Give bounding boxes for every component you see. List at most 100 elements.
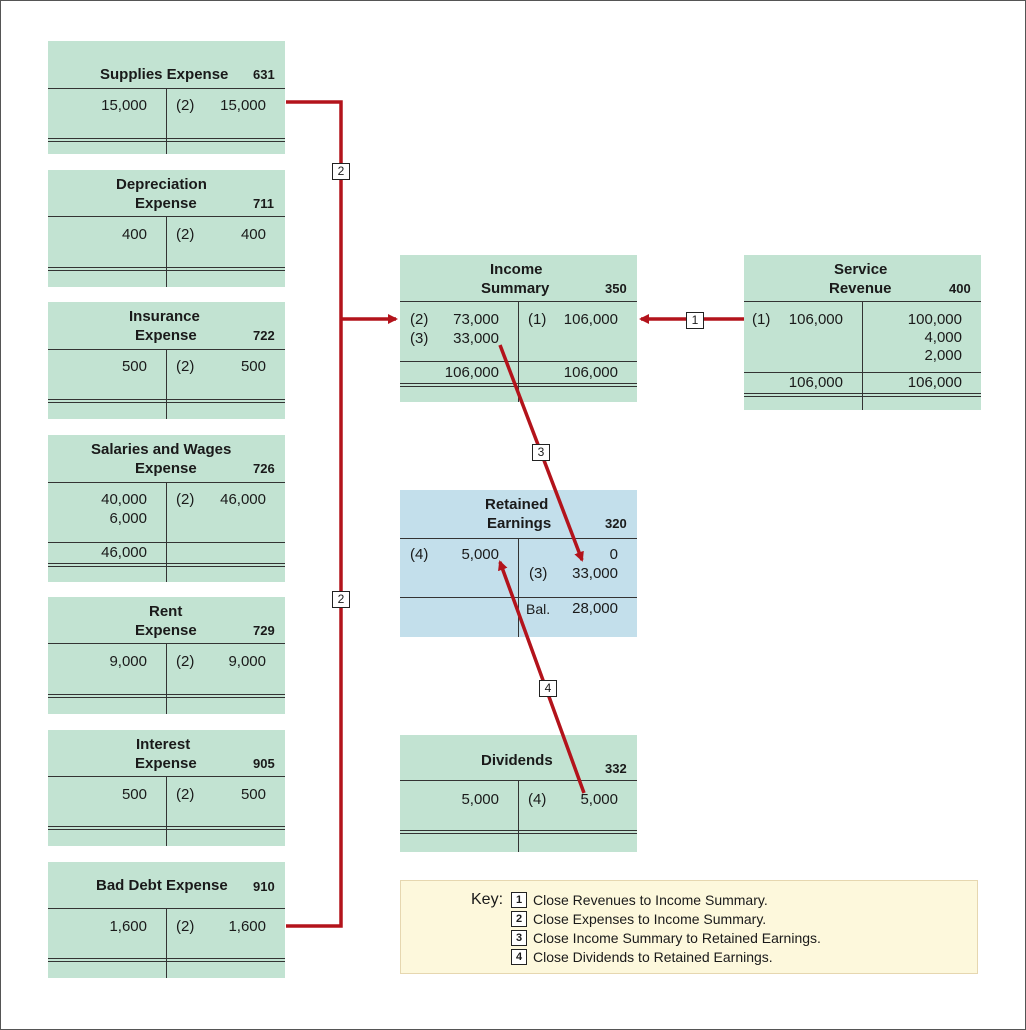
account-title-line1: Salaries and Wages	[91, 441, 232, 458]
account-number: 332	[605, 761, 627, 776]
account-number: 722	[253, 328, 275, 343]
entry-ref: (3)	[410, 330, 429, 347]
double-rule	[400, 830, 637, 834]
credit-entry: 0	[609, 546, 618, 563]
t-stem	[166, 776, 167, 846]
step-tag-1: 1	[686, 312, 704, 329]
debit-entry: 5,000	[461, 791, 499, 808]
key-item: 1 Close Revenues to Income Summary.	[511, 892, 768, 908]
t-account-bad-debt-expense: Bad Debt Expense 910 1,600 (2) 1,600	[48, 862, 285, 978]
account-title-line1: Service	[834, 261, 888, 278]
expenses-bracket-line	[286, 100, 343, 928]
credit-entry: 9,000	[228, 653, 266, 670]
credit-entry: 1,600	[228, 918, 266, 935]
entry-ref: (2)	[176, 918, 195, 935]
step-tag-2-upper: 2	[332, 163, 350, 180]
account-number: 711	[253, 196, 274, 211]
account-title-line2: Expense	[135, 755, 197, 772]
t-stem	[166, 482, 167, 582]
double-rule	[48, 138, 285, 142]
t-account-insurance-expense: Insurance Expense 722 500 (2) 500	[48, 302, 285, 419]
credit-entry: 106,000	[563, 311, 618, 328]
account-number: 910	[253, 879, 275, 894]
credit-entry: 5,000	[580, 791, 618, 808]
entry-ref: (1)	[528, 311, 547, 328]
t-account-income-summary: Income Summary 350 (2) 73,000 (3) 33,000…	[400, 255, 637, 402]
dividends-to-retained-arrow	[498, 560, 586, 794]
account-title-line2: Earnings	[487, 515, 552, 532]
debit-total: 46,000	[101, 544, 147, 561]
debit-entry: 6,000	[109, 510, 147, 527]
key-item: 4 Close Dividends to Retained Earnings.	[511, 949, 773, 965]
debit-entry: 40,000	[101, 491, 147, 508]
t-account-salaries-wages-expense: Salaries and Wages Expense 726 40,000 6,…	[48, 435, 285, 582]
t-account-interest-expense: Interest Expense 905 500 (2) 500	[48, 730, 285, 846]
account-number: 400	[949, 281, 971, 296]
account-title-line2: Summary	[481, 280, 550, 297]
key-number: 2	[511, 911, 527, 927]
credit-total: 106,000	[907, 374, 962, 391]
account-number: 905	[253, 756, 275, 771]
t-stem	[518, 301, 519, 402]
balance-label: Bal.	[526, 601, 551, 617]
debit-entry: 500	[121, 786, 147, 803]
credit-entry: 100,000	[907, 311, 962, 328]
account-title-line1: Rent	[149, 603, 183, 620]
total-rule	[400, 361, 637, 362]
total-rule	[744, 372, 981, 373]
debit-entry: 500	[121, 358, 147, 375]
account-title: Bad Debt Expense	[96, 877, 228, 894]
debit-entry: 15,000	[101, 97, 147, 114]
key-title: Key:	[471, 891, 504, 908]
account-title: Dividends	[481, 752, 553, 769]
double-rule	[48, 563, 285, 567]
key-number: 3	[511, 930, 527, 946]
debit-total: 106,000	[444, 364, 499, 381]
total-rule	[48, 542, 285, 543]
account-title-line2: Expense	[135, 622, 197, 639]
double-rule	[48, 826, 285, 830]
double-rule	[48, 399, 285, 403]
credit-total: 106,000	[563, 364, 618, 381]
account-number: 320	[605, 516, 627, 531]
entry-ref: (4)	[410, 546, 429, 563]
double-rule	[48, 267, 285, 271]
t-stem	[166, 216, 167, 287]
debit-entry: 73,000	[453, 311, 499, 328]
account-number: 631	[253, 67, 275, 82]
key-text: Close Income Summary to Retained Earning…	[533, 930, 821, 946]
account-title-line1: Retained	[485, 496, 549, 513]
credit-entry: 15,000	[220, 97, 266, 114]
debit-entry: 106,000	[788, 311, 843, 328]
double-rule	[400, 383, 637, 387]
key-number: 1	[511, 892, 527, 908]
debit-total: 106,000	[788, 374, 843, 391]
t-stem	[166, 88, 167, 154]
t-account-supplies-expense: Supplies Expense 631 15,000 (2) 15,000	[48, 41, 285, 154]
key-number: 4	[511, 949, 527, 965]
t-stem	[518, 538, 519, 637]
credit-entry: 400	[240, 226, 266, 243]
double-rule	[48, 958, 285, 962]
t-account-depreciation-expense: Depreciation Expense 711 400 (2) 400	[48, 170, 285, 287]
account-title-line1: Depreciation	[116, 176, 207, 193]
key-item: 2 Close Expenses to Income Summary.	[511, 911, 766, 927]
step-tag-4: 4	[539, 680, 557, 697]
account-number: 729	[253, 623, 275, 638]
step-tag-2-lower: 2	[332, 591, 350, 608]
key-item: 3 Close Income Summary to Retained Earni…	[511, 930, 821, 946]
balance-value: 28,000	[572, 600, 618, 617]
step-tag-3: 3	[532, 444, 550, 461]
key-text: Close Dividends to Retained Earnings.	[533, 949, 773, 965]
total-rule	[400, 597, 637, 598]
debit-entry: 33,000	[453, 330, 499, 347]
t-stem	[166, 908, 167, 978]
account-number: 726	[253, 461, 275, 476]
account-title-line2: Revenue	[829, 280, 892, 297]
t-account-dividends: Dividends 332 5,000 (4) 5,000	[400, 735, 637, 852]
entry-ref: (1)	[752, 311, 771, 328]
account-title-line1: Insurance	[129, 308, 200, 325]
t-stem	[518, 780, 519, 852]
double-rule	[744, 393, 981, 397]
